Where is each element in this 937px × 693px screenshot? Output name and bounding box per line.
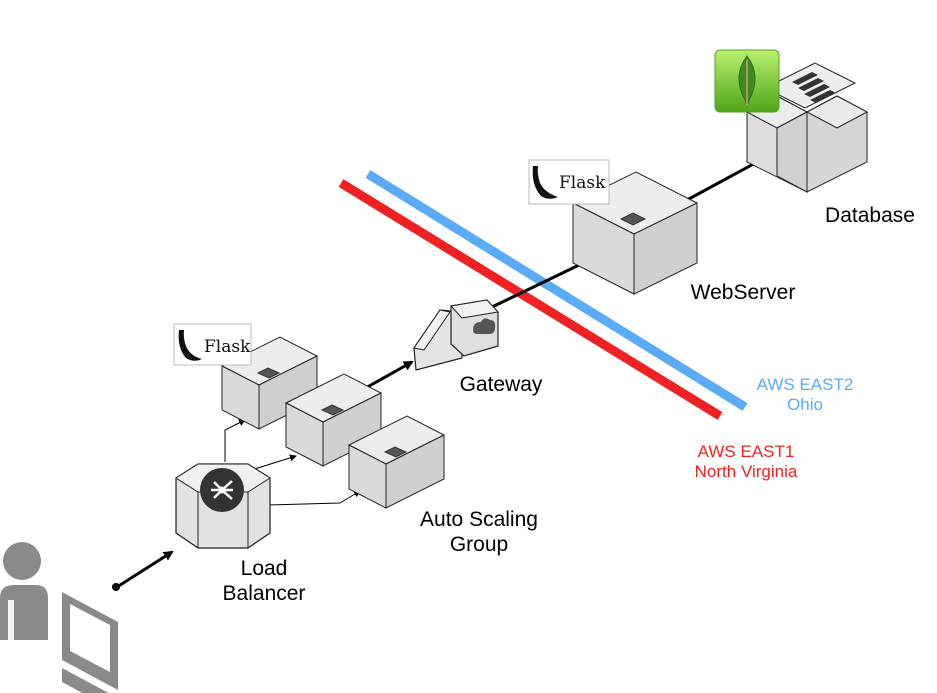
server-box-icon	[383, 446, 408, 458]
mongodb-leaf-icon	[714, 49, 780, 113]
arrow-start-dot	[112, 583, 120, 591]
server-box-icon	[619, 212, 647, 226]
load-balancer-icon	[175, 463, 271, 549]
user-icon	[0, 542, 48, 640]
flask-badge-webserver: Flask	[528, 159, 610, 205]
load-balancer-label: Load Balancer	[222, 557, 306, 605]
database-label: Database	[825, 204, 915, 227]
region-line-east2	[365, 170, 748, 411]
api-gateway-icon	[413, 299, 499, 371]
arrow-client-to-lb	[116, 550, 174, 589]
arrow-lb-to-instance-3	[267, 490, 361, 506]
region-east2-label: AWS EAST2 Ohio	[756, 375, 854, 414]
instance-box-2	[284, 373, 383, 467]
arrow-lb-to-instance-1	[224, 419, 246, 462]
gateway-label: Gateway	[459, 373, 543, 396]
region-line-east1	[338, 179, 723, 420]
auto-scaling-group-label: Auto Scaling Group	[420, 508, 538, 556]
webserver-box	[571, 171, 699, 295]
region-east1-label: AWS EAST1 North Virginia	[694, 442, 798, 481]
instance-box-3	[347, 415, 446, 509]
flask-horn-icon	[532, 166, 558, 199]
flask-horn-icon	[178, 330, 202, 361]
svg-text:Flask: Flask	[204, 337, 251, 357]
server-box-icon	[256, 367, 281, 379]
server-box-icon	[320, 404, 345, 416]
cloud-icon	[473, 318, 496, 334]
webserver-label: WebServer	[690, 281, 796, 304]
computer-icon	[62, 592, 118, 693]
arrow-asg-to-gateway	[361, 360, 414, 392]
flask-badge-asg: Flask	[173, 323, 252, 366]
svg-text:Flask: Flask	[559, 173, 606, 193]
